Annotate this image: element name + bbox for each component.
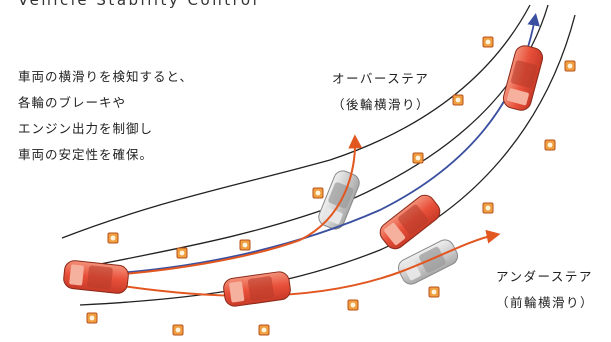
oversteer-label: オーバーステア （後輪横滑り） [332,66,430,118]
cone-icon [544,139,556,151]
cone-icon [347,299,359,311]
cone-icon [452,94,464,106]
road-inner-edge [79,14,576,306]
road-center-line [69,4,549,271]
vehicle-exit [502,45,544,111]
traffic-cones [86,36,576,336]
cone-icon [482,202,494,214]
cone-icon [258,324,270,336]
ideal-path-arrow [84,13,540,276]
cone-icon [428,286,440,298]
oversteer-path-arrow [84,134,363,278]
understeer-name: アンダーステア [496,269,593,284]
cone-icon [86,312,98,324]
description-line-1: 車両の横滑りを検知すると、 [18,69,194,84]
description-line-4: 車両の安定性を確保。 [18,147,154,162]
cone-icon [172,324,184,336]
understeer-skidding-car [397,239,459,285]
understeer-label: アンダーステア （前輪横滑り） [496,264,594,316]
cone-icon [482,36,494,48]
cone-icon [239,239,251,251]
oversteer-sub: （後輪横滑り） [332,97,431,112]
description-text: 車両の横滑りを検知すると、 各輪のブレーキや エンジン出力を制御し 車両の安定性… [18,64,193,168]
oversteer-skidding-car [318,170,360,230]
cone-icon [107,232,119,244]
description-line-3: エンジン出力を制御し [18,121,154,136]
road-outer-edge [61,4,531,239]
cone-icon [412,152,424,164]
cone-icon [312,187,324,199]
understeer-sub: （前輪横滑り） [496,295,595,310]
cone-icon [564,60,576,72]
vehicle-start [63,260,129,294]
cone-icon [176,247,188,259]
description-line-2: 各輪のブレーキや [18,95,127,110]
diagram-title: Vehicle Stability Control [18,0,260,9]
vehicle-stabilized [379,194,441,250]
oversteer-name: オーバーステア [332,71,430,86]
understeer-path-arrow [84,229,501,297]
vehicle-mid [223,271,291,307]
